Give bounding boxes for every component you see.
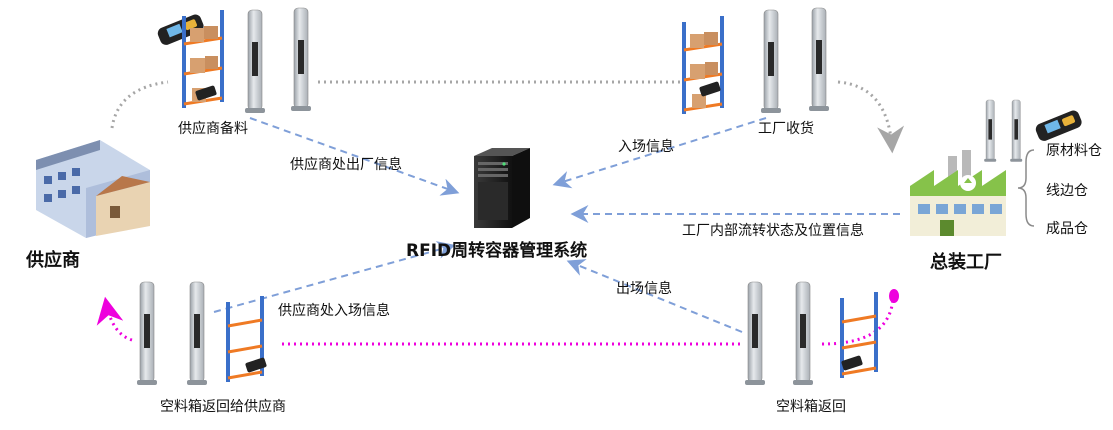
flow-outbound-label: 出场信息 — [616, 281, 672, 297]
rfid-gate-icon — [744, 281, 766, 386]
rfid-gate-icon — [760, 9, 782, 114]
factory-label: 总装工厂 — [930, 252, 1002, 273]
server-icon — [474, 148, 530, 228]
reader-pad — [245, 357, 267, 373]
flow-inbound-label: 入场信息 — [618, 139, 674, 155]
factory-receive-label: 工厂收货 — [758, 121, 814, 137]
reader-pad — [195, 85, 217, 101]
arrow-outbound — [566, 259, 743, 333]
system-label: RFID周转容器管理系统 — [406, 241, 588, 261]
supplier-label: 供应商 — [26, 250, 80, 271]
warehouse-finished-label: 成品仓 — [1046, 221, 1088, 237]
arrow-supplier-out — [249, 117, 460, 196]
arrow-supplier-in — [213, 241, 456, 313]
reader-pad — [699, 81, 721, 97]
warehouse-raw-label: 原材料仓 — [1046, 143, 1102, 159]
factory-icon — [910, 150, 1006, 236]
arrow-inbound — [552, 117, 767, 189]
gray-path-right — [837, 80, 905, 154]
rfid-gate-icon — [983, 99, 997, 163]
magenta-path-left — [96, 296, 133, 342]
handheld-reader-icon — [1034, 108, 1084, 143]
rfid-gate-icon — [186, 281, 208, 386]
rfid-gate-icon — [1009, 99, 1023, 163]
rack-icon — [680, 14, 726, 116]
gray-path-left — [110, 80, 169, 129]
flow-supplier-out-label: 供应商处出厂信息 — [290, 157, 402, 173]
rfid-gate-icon — [244, 9, 266, 114]
warehouse-line-label: 线边仓 — [1046, 183, 1088, 199]
reader-pad — [841, 355, 863, 371]
rfid-gate-icon — [792, 281, 814, 386]
rfid-gate-icon — [808, 7, 830, 112]
supplier-stock-label: 供应商备料 — [178, 121, 248, 137]
magenta-path-right — [821, 297, 895, 346]
empty-return-label: 空料箱返回 — [776, 399, 846, 415]
rfid-gate-icon — [136, 281, 158, 386]
flow-supplier-in-label: 供应商处入场信息 — [278, 303, 390, 319]
supplier-building-icon — [36, 140, 150, 238]
rfid-gate-icon — [290, 7, 312, 112]
magenta-dot — [889, 289, 899, 303]
empty-return-supplier-label: 空料箱返回给供应商 — [160, 399, 286, 415]
warehouse-bracket — [1017, 149, 1035, 227]
flow-internal-label: 工厂内部流转状态及位置信息 — [682, 223, 864, 239]
